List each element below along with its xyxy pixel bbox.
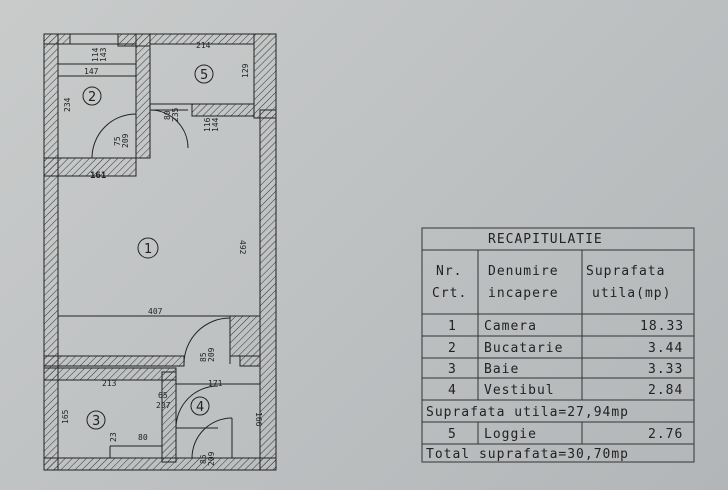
row4-name: Vestibul — [484, 383, 555, 398]
row5-name: Loggie — [484, 427, 537, 442]
total: Total suprafata=30,70mp — [426, 447, 629, 462]
row3-nr: 3 — [448, 362, 457, 377]
header-suprafata: Suprafata — [586, 264, 665, 279]
subtotal: Suprafata utila=27,94mp — [426, 405, 629, 420]
row4-area: 2.84 — [648, 383, 683, 398]
dim-114: 114 — [91, 47, 100, 62]
row3-area: 3.33 — [648, 362, 683, 377]
row5-nr: 5 — [448, 427, 457, 442]
dim-143: 143 — [99, 47, 108, 62]
header-crt: Crt. — [432, 286, 467, 301]
room-1-label: 1 — [144, 242, 152, 257]
dim-209c: 209 — [207, 451, 216, 466]
dim-171: 171 — [208, 379, 223, 388]
dim-65: 65 — [158, 391, 168, 400]
row2-area: 3.44 — [648, 341, 683, 356]
dim-161: 161 — [90, 171, 106, 181]
dim-165: 165 — [61, 409, 70, 424]
header-denumire: Denumire — [488, 264, 559, 279]
dim-75: 75 — [113, 136, 122, 146]
dim-23: 23 — [109, 432, 118, 442]
dim-129: 129 — [241, 63, 250, 78]
row4-nr: 4 — [448, 383, 457, 398]
row1-area: 18.33 — [640, 319, 684, 334]
dim-213: 213 — [102, 379, 117, 388]
row1-name: Camera — [484, 319, 537, 334]
row5-area: 2.76 — [648, 427, 683, 442]
header-nr: Nr. — [436, 264, 462, 279]
dim-214: 214 — [196, 41, 211, 50]
dim-492: 492 — [238, 240, 247, 255]
dim-85b: 85 — [199, 454, 208, 464]
room-2-label: 2 — [88, 90, 96, 105]
room-5-label: 5 — [200, 68, 208, 83]
room-4-label: 4 — [196, 400, 204, 415]
walls — [43, 33, 277, 471]
dim-234: 234 — [63, 97, 72, 112]
dim-209: 209 — [121, 133, 130, 148]
dim-407: 407 — [148, 307, 163, 316]
row2-name: Bucatarie — [484, 341, 563, 356]
summary-table — [421, 227, 695, 463]
dim-80b: 80 — [138, 433, 148, 442]
room-labels: 2 5 1 3 4 — [82, 64, 214, 430]
dim-166: 166 — [254, 412, 263, 427]
dim-207: 207 — [156, 401, 171, 410]
row3-name: Baie — [484, 362, 519, 377]
dim-147: 147 — [84, 67, 99, 76]
dim-85: 85 — [199, 352, 208, 362]
inner-lines — [57, 33, 260, 458]
header-incapere: incapere — [488, 286, 559, 301]
table-title: RECAPITULATIE — [488, 232, 603, 247]
dim-235: 235 — [171, 107, 180, 122]
dim-144: 144 — [211, 117, 220, 132]
summary-table-text: RECAPITULATIE Nr. Crt. Denumire incapere… — [426, 232, 684, 462]
dim-116: 116 — [203, 117, 212, 132]
dimension-labels: 214 114 143 147 234 129 80 235 116 144 7… — [61, 41, 263, 466]
door-swings — [91, 109, 233, 459]
header-utila: utila(mp) — [592, 286, 671, 301]
row1-nr: 1 — [448, 319, 457, 334]
dim-209b: 209 — [207, 347, 216, 362]
dim-80: 80 — [163, 110, 172, 120]
room-3-label: 3 — [92, 414, 100, 429]
row2-nr: 2 — [448, 341, 457, 356]
